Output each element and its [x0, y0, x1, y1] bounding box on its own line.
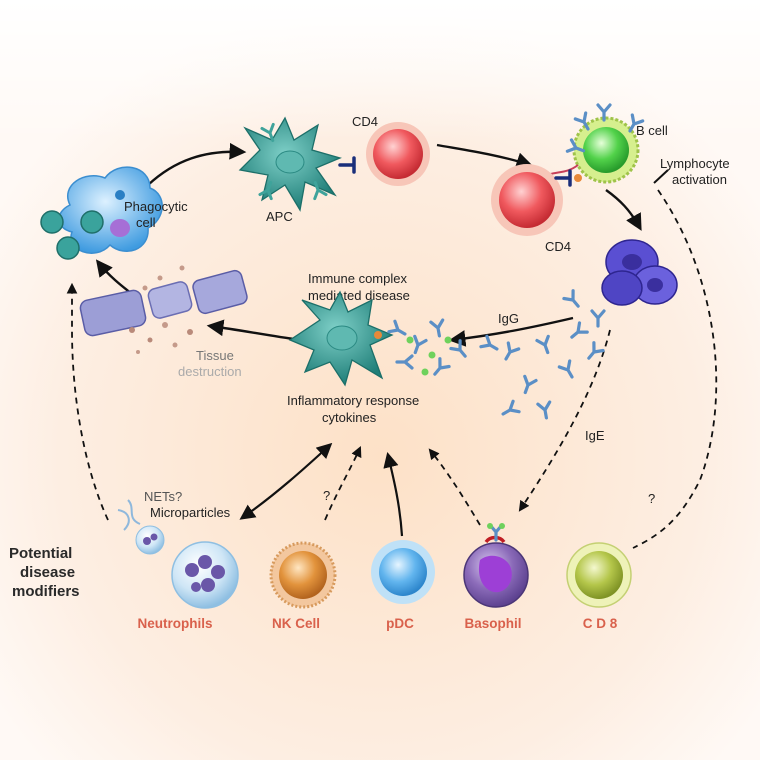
pathogen-icon — [80, 210, 104, 234]
inflammatory-label: Inflammatory response — [287, 393, 419, 408]
cd8-cell — [566, 542, 632, 608]
phagocytic-cell-label: cell — [136, 215, 156, 230]
plasma-cells — [601, 239, 678, 306]
b-cell — [565, 103, 645, 184]
microparticles-label: Microparticles — [150, 505, 231, 520]
basophil-label: Basophil — [464, 616, 521, 631]
cd4-top-label: CD4 — [352, 114, 378, 129]
nk-cell-label: NK Cell — [272, 616, 320, 631]
cd4-cell-top — [366, 122, 430, 186]
nets-label: NETs? — [144, 489, 182, 504]
pathogen-icon — [40, 210, 64, 234]
arrow-bcell-to-plasma — [605, 189, 642, 231]
question-cd8: ? — [648, 491, 655, 506]
phagocytic-label: Phagocytic — [124, 199, 188, 214]
immune-complex-label: Immune complex — [308, 271, 407, 286]
dashed-nets-to-phagocyte — [66, 282, 109, 521]
arrow-neutrophil-bidirectional — [239, 442, 333, 520]
activation-label: activation — [672, 172, 727, 187]
cd4-cell-bottom — [491, 164, 582, 236]
apc-label: APC — [266, 209, 293, 224]
question-nk: ? — [323, 488, 330, 503]
destruction-label: destruction — [178, 364, 242, 379]
cycle-arrows — [95, 142, 642, 347]
cytokines-label: cytokines — [322, 410, 377, 425]
apc-cell — [238, 116, 342, 212]
nk-cell — [269, 541, 337, 609]
modifiers-label: modifiers — [12, 583, 80, 600]
dashed-basophil — [428, 448, 481, 526]
pathogen-icon — [56, 236, 80, 260]
arrow-to-tissue — [206, 319, 301, 342]
inhibit-bar — [653, 169, 669, 184]
pdc-cell — [371, 540, 435, 604]
cd8-label: C D 8 — [583, 616, 618, 631]
immune-complex-apc — [288, 290, 472, 387]
neutrophils-label: Neutrophils — [137, 616, 212, 631]
lymphocyte-label: Lymphocyte — [660, 156, 730, 171]
arrow-cd4-to-cd4 — [436, 143, 534, 169]
neutrophil-cell — [171, 541, 239, 609]
arrow-phagocyte-to-apc — [147, 142, 247, 186]
tissue-label: Tissue — [196, 348, 234, 363]
b-cell-label: B cell — [636, 123, 668, 138]
phagocytic-cell — [40, 166, 163, 260]
tissue — [79, 265, 248, 354]
pdc-label: pDC — [386, 616, 414, 631]
disease-label: disease — [20, 564, 75, 581]
cd4-bottom-label: CD4 — [545, 239, 571, 254]
mediated-disease-label: mediated disease — [308, 288, 410, 303]
igg-label: IgG — [498, 311, 519, 326]
arrow-pdc — [383, 452, 404, 537]
arrow-igg — [448, 316, 574, 347]
basophil-cell — [463, 523, 529, 608]
dashed-cd8-to-lymphocyte — [632, 189, 718, 549]
nets-microparticles — [117, 499, 165, 555]
potential-label: Potential — [9, 545, 72, 562]
ige-label: IgE — [585, 428, 605, 443]
